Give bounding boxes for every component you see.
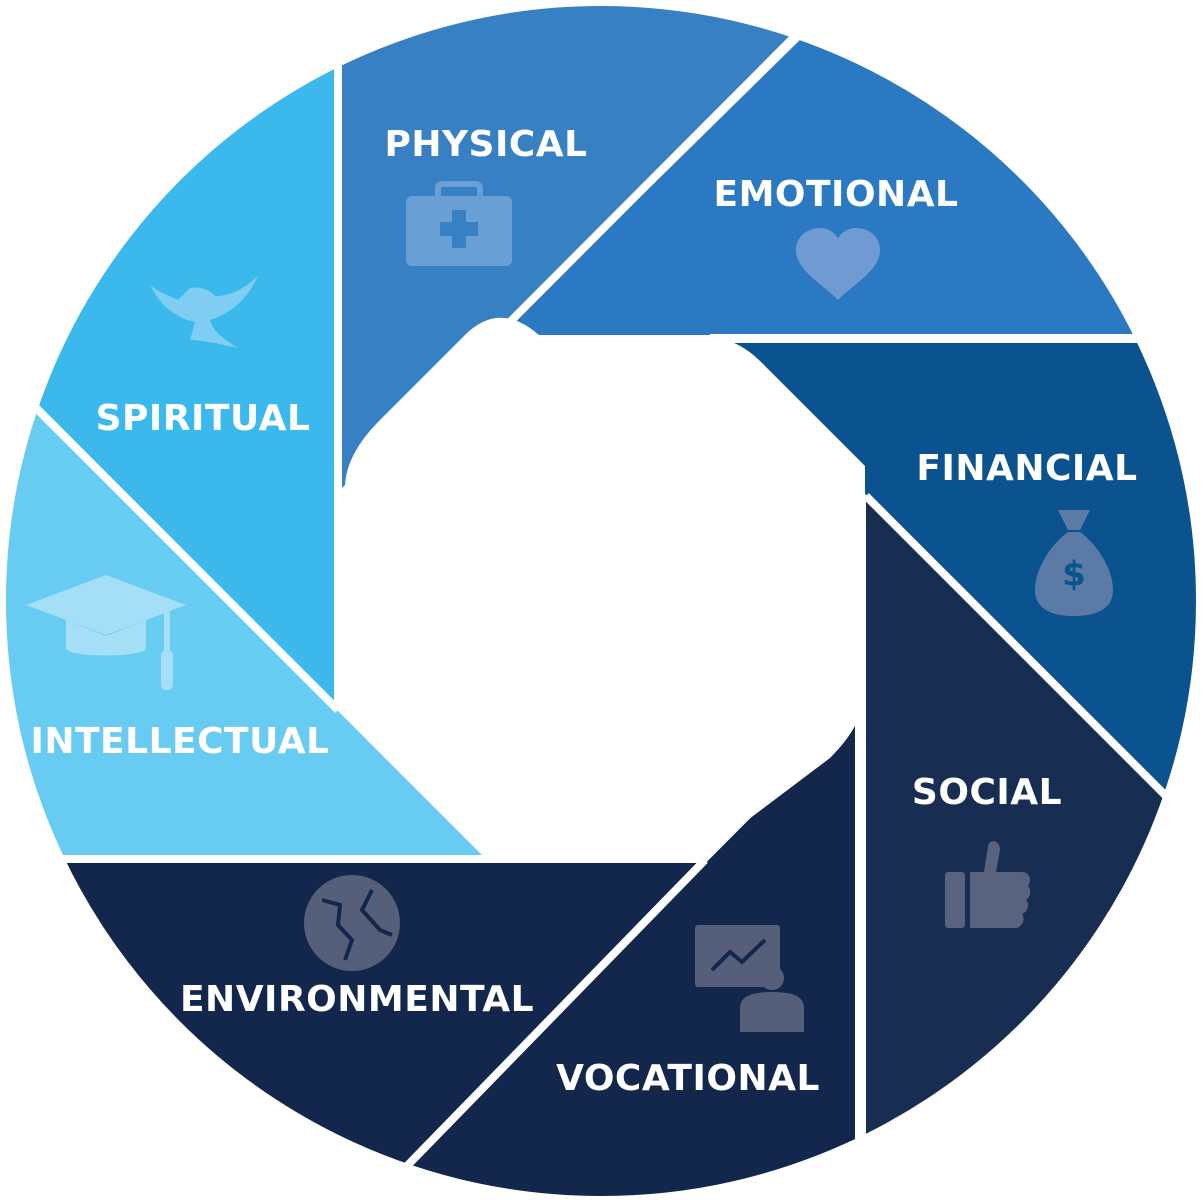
label-financial: FINANCIAL — [916, 448, 1137, 489]
thumbs-up-icon — [945, 841, 1031, 928]
label-intellectual: INTELLECTUAL — [30, 721, 329, 762]
label-emotional: EMOTIONAL — [713, 174, 958, 215]
svg-text:$: $ — [1062, 555, 1086, 595]
label-physical: PHYSICAL — [384, 124, 587, 165]
presentation-icon — [695, 925, 804, 1032]
dove-icon — [150, 275, 258, 348]
globe-icon — [304, 875, 400, 971]
segment-intellectual[interactable] — [0, 388, 483, 856]
money-bag-icon: $ — [1035, 510, 1113, 616]
label-environmental: ENVIRONMENTAL — [180, 979, 534, 1020]
center-hole — [340, 317, 865, 864]
label-spiritual: SPIRITUAL — [96, 398, 311, 439]
label-social: SOCIAL — [912, 772, 1062, 813]
first-aid-kit-icon — [406, 181, 512, 266]
graduation-cap-icon — [26, 575, 186, 690]
label-vocational: VOCATIONAL — [556, 1058, 820, 1099]
segment-separators — [21, 25, 1179, 1171]
heart-icon — [796, 228, 880, 300]
segment-vocational[interactable] — [400, 713, 855, 1200]
